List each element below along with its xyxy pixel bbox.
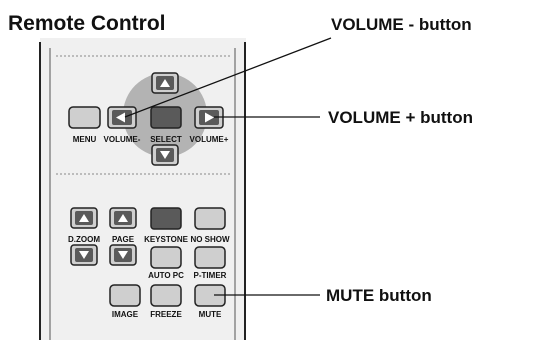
auto-pc-button[interactable] [150,246,182,269]
left-arrow-icon [116,112,125,123]
down-arrow-icon [118,251,128,259]
page-up-button[interactable] [109,207,137,229]
no-show-label: NO SHOW [190,235,230,244]
diagram-title: Remote Control [8,12,166,35]
volume-plus-button[interactable] [194,106,224,129]
freeze-button[interactable] [150,284,182,307]
menu-label: MENU [73,135,97,144]
p-timer-button[interactable] [194,246,226,269]
volume-minus-button[interactable] [107,106,137,129]
freeze-label: FREEZE [150,310,182,319]
select-button[interactable] [150,106,182,129]
up-arrow-icon [118,214,128,222]
up-arrow-button[interactable] [151,72,179,94]
page-down-button[interactable] [109,244,137,266]
volume-minus-label: VOLUME- [104,135,141,144]
volume-minus-callout: VOLUME - button [331,15,472,34]
volume-minus-leader [124,37,332,118]
menu-button[interactable] [68,106,101,129]
up-arrow-icon [160,79,170,87]
p-timer-label: P-TIMER [194,271,227,280]
keystone-button[interactable] [150,207,182,230]
down-arrow-button[interactable] [151,144,179,166]
down-arrow-icon [160,151,170,159]
page-label: PAGE [112,235,135,244]
down-arrow-icon [79,251,89,259]
select-label: SELECT [150,135,182,144]
image-label: IMAGE [112,310,139,319]
up-arrow-icon [79,214,89,222]
dzoom-down-button[interactable] [70,244,98,266]
right-arrow-icon [205,112,214,123]
no-show-button[interactable] [194,207,226,230]
keystone-label: KEYSTONE [144,235,189,244]
mute-label: MUTE [199,310,222,319]
auto-pc-label: AUTO PC [148,271,184,280]
volume-plus-callout: VOLUME + button [328,108,473,127]
dzoom-up-button[interactable] [70,207,98,229]
volume-plus-label: VOLUME+ [190,135,229,144]
dzoom-label: D.ZOOM [68,235,100,244]
image-button[interactable] [109,284,141,307]
mute-callout: MUTE button [326,286,432,305]
